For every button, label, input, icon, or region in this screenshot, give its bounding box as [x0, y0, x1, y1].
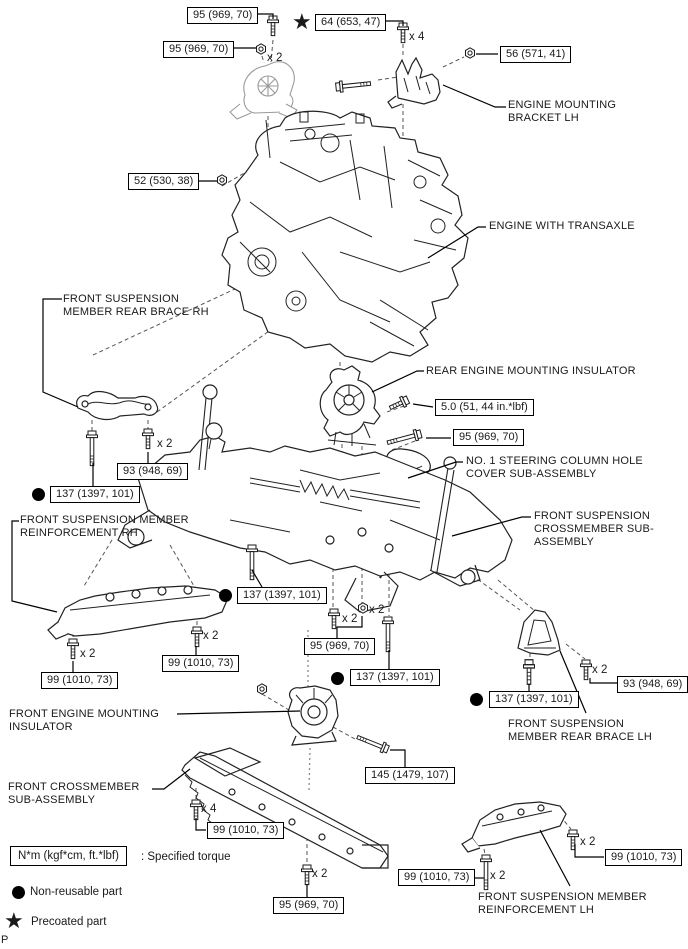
qty-marker: x 2	[580, 836, 596, 848]
qty-marker: x 2	[592, 664, 608, 676]
part-label-engine-mounting-bracket-lh: ENGINE MOUNTING BRACKET LH	[508, 99, 617, 124]
qty-marker: x 2	[490, 870, 506, 882]
torque-label: 99 (1010, 73)	[398, 869, 476, 886]
qty-marker: x 2	[342, 613, 358, 625]
front-engine-mounting-insulator-drawing	[287, 685, 339, 746]
front-insulator-axis	[307, 630, 311, 791]
torque-label: 95 (969, 70)	[187, 7, 259, 24]
torque-label: 99 (1010, 73)	[162, 655, 240, 672]
part-label-front-engine-mounting-insulator: FRONT ENGINE MOUNTING INSULATOR	[9, 708, 160, 733]
part-label-rear-brace-lh: FRONT SUSPENSION MEMBER REAR BRACE LH	[508, 718, 652, 743]
part-label-crossmember-sub-assembly: FRONT SUSPENSION CROSSMEMBER SUB- ASSEMB…	[534, 510, 654, 548]
reinforcement-rh-drawing	[47, 585, 229, 640]
torque-label: 137 (1397, 101)	[237, 587, 327, 604]
torque-label: 64 (653, 47)	[315, 14, 387, 31]
qty-marker: x 2	[203, 630, 219, 642]
torque-label: 95 (969, 70)	[163, 41, 235, 58]
legend-precoated-label: Precoated part	[31, 916, 107, 928]
reinforcement-lh-drawing	[461, 801, 567, 853]
legend-non-reusable-dot-icon	[12, 886, 25, 899]
qty-marker: x 2	[80, 648, 96, 660]
torque-label: 93 (948, 69)	[617, 676, 688, 693]
legend-precoated-star-icon: ★	[4, 908, 24, 933]
part-label-reinforcement-lh: FRONT SUSPENSION MEMBER REINFORCEMENT LH	[478, 891, 647, 916]
torque-label: 5.0 (51, 44 in.*lbf)	[435, 399, 534, 416]
qty-marker: x 4	[409, 31, 425, 43]
part-label-engine-with-transaxle: ENGINE WITH TRANSAXLE	[489, 220, 635, 232]
torque-label: 95 (969, 70)	[453, 429, 525, 446]
qty-marker: x 2	[369, 604, 385, 616]
part-leader-lines	[11, 84, 587, 887]
qty-marker: x 4	[201, 803, 217, 815]
front-suspension-crossmember-drawing	[117, 384, 513, 613]
torque-label: 52 (530, 38)	[128, 173, 200, 190]
part-label-rear-engine-mounting-insulator: REAR ENGINE MOUNTING INSULATOR	[426, 365, 636, 377]
non-reusable-dot-icon	[32, 488, 45, 501]
non-reusable-dot-icon	[470, 693, 483, 706]
rear-brace-lh-drawing	[517, 609, 561, 656]
torque-label: 56 (571, 41)	[500, 46, 572, 63]
rear-engine-mounting-insulator-drawing	[319, 365, 381, 446]
torque-label: 95 (969, 70)	[273, 897, 345, 914]
part-label-reinforcement-rh: FRONT SUSPENSION MEMBER REINFORCEMENT RH	[20, 514, 189, 539]
front-crossmember-drawing	[181, 747, 389, 869]
engine-mounting-insulator-top-drawing	[229, 61, 298, 120]
qty-marker: x 2	[312, 868, 328, 880]
legend-torque-box: N*m (kgf*cm, ft.*lbf)	[10, 846, 127, 866]
non-reusable-dot-icon	[219, 589, 232, 602]
torque-label: 99 (1010, 73)	[41, 672, 119, 689]
part-label-steering-column-hole-cover: NO. 1 STEERING COLUMN HOLE COVER SUB-ASS…	[466, 455, 643, 480]
torque-label: 137 (1397, 101)	[50, 486, 140, 503]
precoated-star-icon: ★	[292, 9, 312, 34]
qty-marker: x 2	[267, 52, 283, 64]
engine-with-transaxle-drawing	[221, 110, 469, 363]
part-label-rear-brace-rh: FRONT SUSPENSION MEMBER REAR BRACE RH	[63, 293, 209, 318]
legend-non-reusable-label: Non-reusable part	[30, 886, 123, 898]
torque-label: 93 (948, 69)	[117, 463, 189, 480]
legend-torque-desc: : Specified torque	[141, 851, 231, 863]
engine-mounting-bracket-lh-drawing	[387, 56, 441, 109]
torque-label: 137 (1397, 101)	[350, 669, 440, 686]
rear-brace-rh-drawing	[76, 390, 159, 421]
torque-label: 99 (1010, 73)	[605, 849, 683, 866]
torque-label: 137 (1397, 101)	[489, 691, 579, 708]
non-reusable-dot-icon	[331, 672, 344, 685]
page-marker: P	[1, 934, 9, 946]
torque-label: 145 (1479, 107)	[365, 767, 455, 784]
bracket-long-bolt	[334, 77, 372, 94]
torque-label: 99 (1010, 73)	[207, 822, 285, 839]
torque-label: 95 (969, 70)	[304, 638, 376, 655]
part-label-front-crossmember: FRONT CROSSMEMBER SUB-ASSEMBLY	[8, 781, 140, 806]
qty-marker: x 2	[157, 438, 173, 450]
